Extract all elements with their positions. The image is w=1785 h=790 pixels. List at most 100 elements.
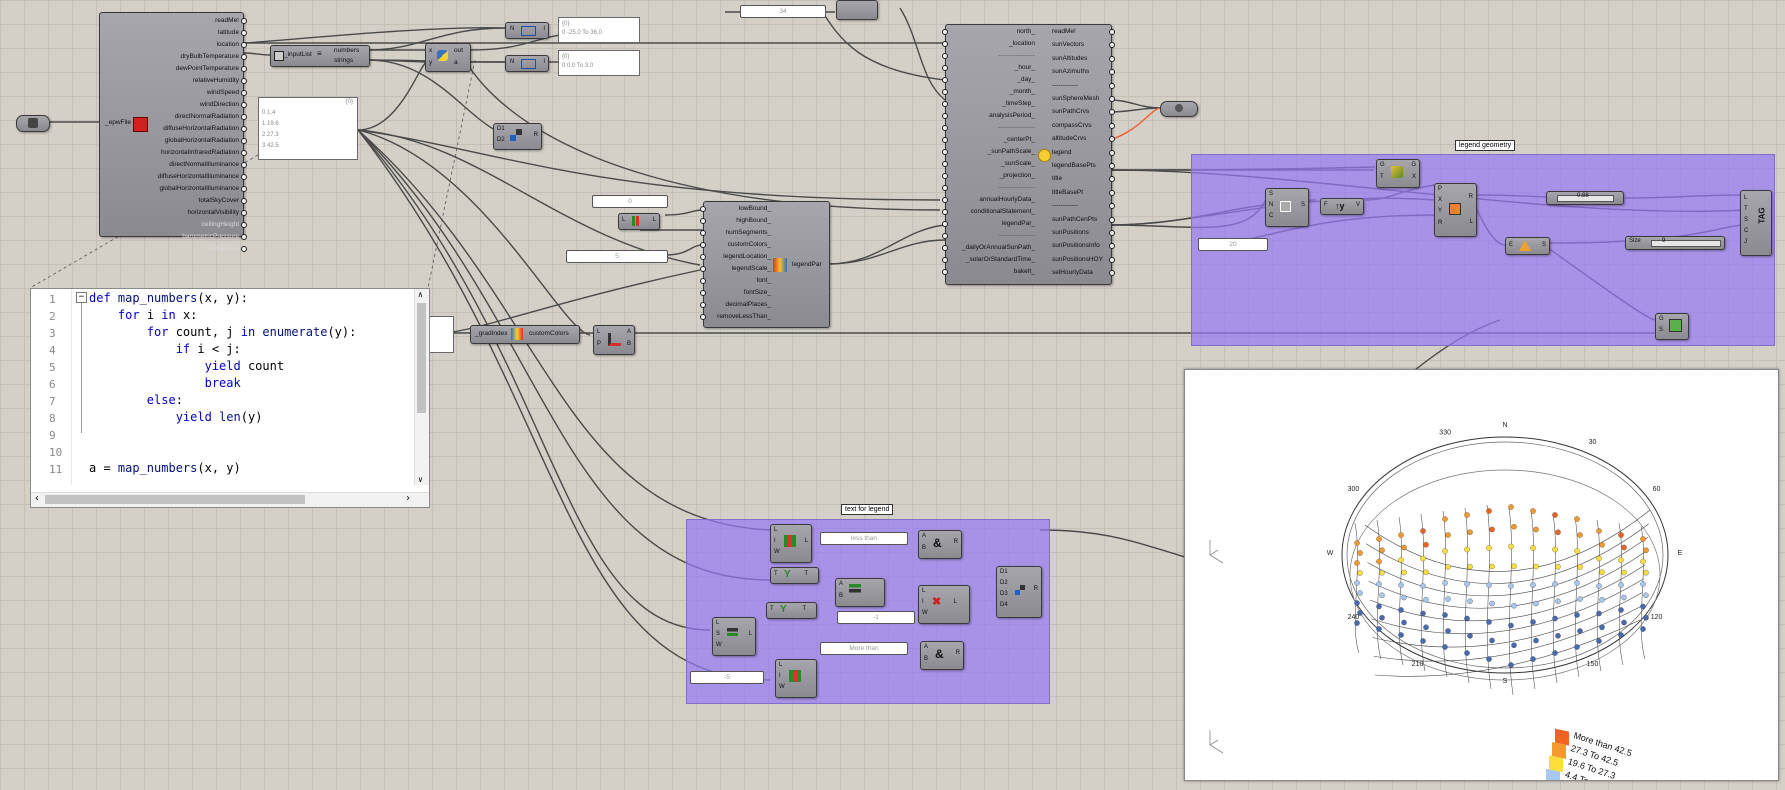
code-line[interactable]: for i in x: — [117, 308, 198, 322]
sunpath-output-grip[interactable] — [1109, 136, 1115, 143]
sunpath-output-grip[interactable] — [1109, 69, 1115, 76]
construct-plane-component[interactable]: G T G X — [1376, 159, 1420, 188]
code-line[interactable]: def map_numbers(x, y): — [89, 291, 248, 305]
horizontal-scrollbar[interactable]: ‹ › — [31, 492, 429, 507]
sunpath-output-grip[interactable] — [1109, 82, 1115, 89]
legend-lowbound-param[interactable]: 0 — [592, 195, 668, 208]
sunpath-output-grip[interactable] — [1109, 256, 1115, 263]
concatenate-component-1[interactable]: A B & R — [918, 530, 962, 559]
sunpath-input-grip[interactable] — [942, 233, 948, 239]
number-slider[interactable]: 0.88 — [1546, 191, 1624, 205]
sunpath-input-grip[interactable] — [942, 269, 948, 275]
sunpath-output-grip[interactable] — [1109, 42, 1115, 49]
code-line[interactable]: for count, j in enumerate(y): — [146, 325, 357, 339]
sunpath-input-grip[interactable] — [942, 113, 948, 119]
sunpath-output-grip[interactable] — [1109, 176, 1115, 183]
code-line[interactable]: if i < j: — [175, 342, 241, 356]
legend-number-param[interactable]: 20 — [1198, 238, 1268, 251]
sunpath-input-grip[interactable] — [942, 161, 948, 167]
domain-panel-2[interactable]: {0} 0 0.0 To 3.0 — [558, 50, 640, 76]
sunpath-input-grip[interactable] — [942, 149, 948, 155]
sunpath-input-grip[interactable] — [942, 89, 948, 95]
legend-par-input-grip[interactable] — [700, 254, 706, 260]
insert-items-component-1[interactable]: L I W L — [770, 524, 812, 563]
sunpath-output-grip[interactable] — [1109, 189, 1115, 196]
neg-one-panel[interactable]: -1 — [837, 611, 915, 624]
merge-text-component[interactable]: D1 D2 D3 D4 R — [996, 566, 1042, 618]
more-than-panel[interactable]: More than — [820, 642, 908, 655]
sunpath-input-grip[interactable] — [942, 41, 948, 47]
legend-par-input-grip[interactable] — [700, 218, 706, 224]
less-than-panel[interactable]: less than — [820, 532, 908, 545]
neg-five-panel[interactable]: -5 — [690, 671, 764, 684]
sunpath-output-grip[interactable] — [1109, 55, 1115, 62]
tree-branch-component-2[interactable]: T Y T — [766, 602, 817, 619]
merge-param[interactable] — [1160, 101, 1198, 117]
input-list-component[interactable]: _inputList ≡ numbers strings — [270, 45, 370, 67]
sunpath-output-grip[interactable] — [1109, 96, 1115, 102]
sunpath-output-grip[interactable] — [1109, 243, 1115, 250]
custom-preview-component[interactable]: G S — [1655, 313, 1689, 340]
sunpath-input-grip[interactable] — [942, 137, 948, 143]
vector-component[interactable]: F ↑y V — [1320, 198, 1364, 215]
shift-list-component[interactable]: L P A B — [593, 325, 635, 355]
legend-par-input-grip[interactable] — [700, 206, 706, 212]
sunpath-output-grip[interactable] — [1109, 270, 1115, 277]
sunpath-input-grip[interactable] — [942, 125, 948, 131]
epw-output-grip[interactable] — [241, 54, 247, 60]
vertical-scroll-thumb[interactable] — [417, 303, 426, 413]
legend-par-input-grip[interactable] — [700, 242, 706, 248]
list-item-component[interactable]: A B — [835, 578, 885, 607]
sunpath-input-grip[interactable] — [942, 173, 948, 179]
sunpath-input-grip[interactable] — [942, 185, 948, 191]
epw-output-grip[interactable] — [241, 30, 247, 36]
code-line[interactable]: break — [204, 376, 241, 390]
epw-output-grip[interactable] — [241, 210, 247, 216]
fold-toggle-icon[interactable]: − — [76, 292, 87, 303]
legend-par-input-grip[interactable] — [700, 266, 706, 272]
sunpath-input-grip[interactable] — [942, 77, 948, 83]
concatenate-component-2[interactable]: A B & R — [920, 641, 964, 670]
sunpath-output-grip[interactable] — [1109, 109, 1115, 116]
sunpath-input-grip[interactable] — [942, 245, 948, 251]
epw-output-grip[interactable] — [241, 198, 247, 204]
epw-output-grip[interactable] — [241, 174, 247, 180]
legend-numsegments-param[interactable]: 5 — [566, 250, 668, 263]
epw-output-grip[interactable] — [241, 246, 247, 252]
text-tag-component[interactable]: L T S C J TAG — [1740, 190, 1772, 256]
construct-domain-component[interactable]: D1 D2 R — [493, 123, 542, 150]
sunpath-input-grip[interactable] — [942, 65, 948, 71]
tree-branch-component-1[interactable]: T Y T — [770, 567, 819, 584]
gradient-source-stub[interactable] — [428, 316, 454, 353]
evaluate-component[interactable]: E S — [1505, 237, 1550, 255]
top-component[interactable] — [836, 0, 878, 20]
epw-output-grip[interactable] — [241, 114, 247, 120]
legend-geometry-group[interactable] — [1191, 154, 1775, 346]
scroll-down-icon[interactable]: ∨ — [418, 475, 423, 484]
legend-par-input-grip[interactable] — [700, 230, 706, 236]
vertical-scrollbar[interactable]: ∧ ∨ — [414, 289, 429, 485]
legend-par-input-grip[interactable] — [700, 290, 706, 296]
sunpath-input-grip[interactable] — [942, 53, 948, 59]
epw-output-grip[interactable] — [241, 78, 247, 84]
epw-output-grip[interactable] — [241, 234, 247, 240]
insert-items-component-2[interactable]: L I W — [775, 659, 817, 698]
cull-index-component[interactable]: L I W ✖ L — [918, 585, 970, 624]
scroll-up-icon[interactable]: ∧ — [418, 290, 423, 299]
domain-panel-1[interactable]: {0} 0 -25.0 To 36.0 — [558, 17, 640, 43]
epw-output-grip[interactable] — [241, 102, 247, 108]
epw-output-grip[interactable] — [241, 18, 247, 24]
epw-output-grip[interactable] — [241, 222, 247, 228]
sunpath-input-grip[interactable] — [942, 221, 948, 227]
sunpath-output-grip[interactable] — [1109, 149, 1115, 156]
sunpath-output-grip[interactable] — [1109, 216, 1115, 223]
bounds-component-1[interactable]: N I — [505, 22, 549, 39]
bounds-component-2[interactable]: N I — [505, 55, 549, 72]
epw-output-grip[interactable] — [241, 66, 247, 72]
sunpath-output-grip[interactable] — [1109, 163, 1115, 169]
list-length-component[interactable]: L L — [618, 213, 660, 230]
legend-parameters-component[interactable]: lowBound_highBound_numSegments_customCol… — [700, 201, 830, 328]
epw-output-grip[interactable] — [241, 126, 247, 132]
